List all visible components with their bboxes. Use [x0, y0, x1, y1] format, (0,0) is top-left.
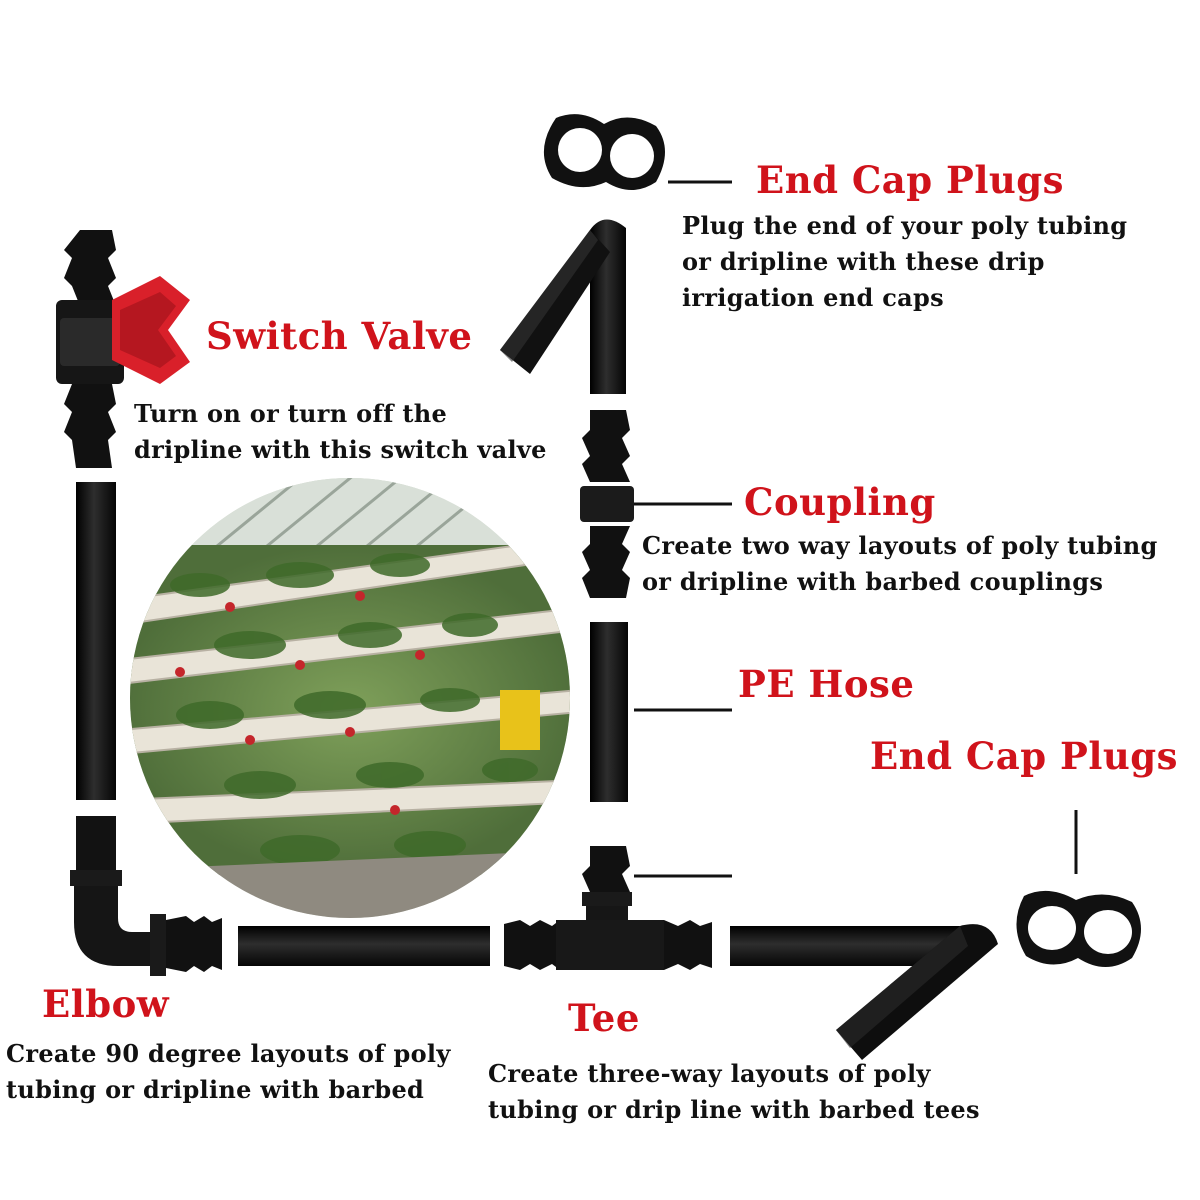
- tee-description: Create three-way layouts of poly tubing …: [488, 1056, 980, 1128]
- tee-line-2: tubing or drip line with barbed tees: [488, 1095, 980, 1124]
- tee-title: Tee: [568, 996, 640, 1040]
- hose-bottom-right: [730, 924, 998, 1060]
- end-cap-top-part: [543, 114, 665, 190]
- end-cap-bottom-title: End Cap Plugs: [870, 734, 1179, 778]
- hose-top-angled: [500, 219, 626, 394]
- elbow-title: Elbow: [42, 982, 170, 1026]
- tee-part: [504, 846, 712, 970]
- coupling-description: Create two way layouts of poly tubing or…: [642, 528, 1158, 600]
- coupling-line-2: or dripline with barbed couplings: [642, 567, 1104, 596]
- greenhouse-photo: [130, 478, 570, 918]
- pe-hose-title: PE Hose: [738, 662, 915, 706]
- elbow-line-2: tubing or dripline with barbed: [6, 1075, 425, 1104]
- hose-bottom-left: [238, 926, 490, 966]
- coupling-part: [580, 410, 634, 598]
- switch-valve-description: Turn on or turn off the dripline with th…: [134, 396, 547, 468]
- elbow-line-1: Create 90 degree layouts of poly: [6, 1039, 451, 1068]
- end-cap-top-line-3: irrigation end caps: [682, 283, 944, 312]
- coupling-line-1: Create two way layouts of poly tubing: [642, 531, 1158, 560]
- switch-valve-line-2: dripline with this switch valve: [134, 435, 547, 464]
- switch-valve-part: [56, 230, 190, 468]
- end-cap-bottom-part: [1016, 890, 1141, 967]
- hose-left-vertical: [76, 482, 116, 800]
- coupling-title: Coupling: [744, 480, 936, 524]
- switch-valve-title: Switch Valve: [206, 314, 473, 358]
- end-cap-top-title: End Cap Plugs: [756, 158, 1065, 202]
- end-cap-top-line-2: or dripline with these drip: [682, 247, 1045, 276]
- end-cap-top-line-1: Plug the end of your poly tubing: [682, 211, 1128, 240]
- leader-lines: [634, 180, 1078, 878]
- elbow-description: Create 90 degree layouts of poly tubing …: [6, 1036, 451, 1108]
- switch-valve-line-1: Turn on or turn off the: [134, 399, 448, 428]
- hose-center-vertical: [590, 622, 628, 802]
- tee-line-1: Create three-way layouts of poly: [488, 1059, 931, 1088]
- end-cap-top-description: Plug the end of your poly tubing or drip…: [682, 208, 1127, 316]
- elbow-part: [70, 816, 222, 976]
